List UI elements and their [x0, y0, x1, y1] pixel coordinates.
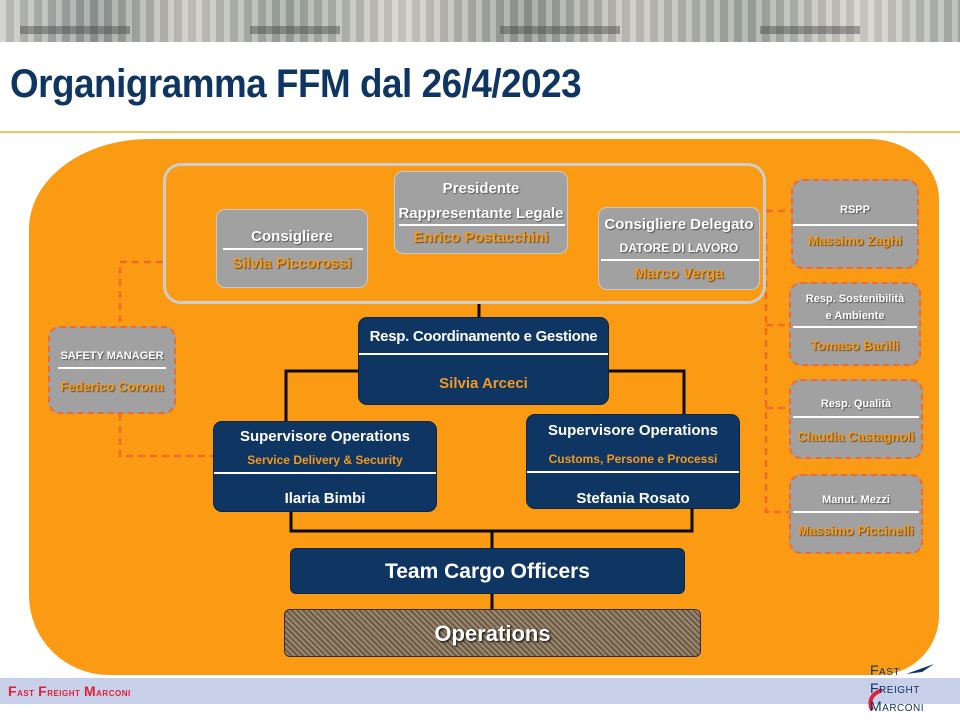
supervisor-right-name: Stefania Rosato — [576, 490, 690, 507]
consigliere-delegato-subrole: DATORE DI LAVORO — [619, 241, 739, 255]
sostenibilita-divider — [793, 326, 917, 328]
supervisor-left-role: Supervisore Operations — [239, 428, 411, 445]
coordinamento-name: Silvia Arceci — [439, 375, 528, 392]
board-of-directors-frame — [163, 163, 766, 304]
team-cargo-officers-box: Team Cargo Officers — [290, 548, 685, 594]
presidente-divider — [399, 224, 565, 226]
consigliere-delegato-role: Consigliere Delegato — [604, 216, 754, 233]
consigliere-role: Consigliere — [251, 228, 333, 245]
page-title: Organigramma FFM dal 26/4/2023 — [10, 62, 582, 106]
coordinamento-divider — [359, 353, 608, 355]
safety-manager-role: SAFETY MANAGER — [60, 350, 164, 362]
footer-word: ast — [17, 687, 39, 699]
rspp-box: RSPP Massimo Zaghi — [791, 179, 919, 269]
consigliere-divider — [223, 248, 363, 250]
supervisor-right-role: Supervisore Operations — [547, 422, 719, 439]
rspp-role: RSPP — [840, 204, 870, 216]
supervisor-right-box: Supervisore Operations Customs, Persone … — [526, 414, 740, 509]
consigliere-delegato-name: Marco Verga — [634, 265, 724, 282]
presidente-box: Presidente Rappresentante Legale Enrico … — [394, 171, 568, 254]
operations-box: Operations — [284, 609, 701, 657]
banner-streak — [500, 26, 620, 34]
consigliere-delegato-box: Consigliere Delegato DATORE DI LAVORO Ma… — [598, 207, 760, 290]
supervisor-left-area: Service Delivery & Security — [247, 453, 403, 467]
rspp-divider — [793, 224, 917, 226]
manut-mezzi-divider — [793, 511, 919, 513]
logo-line-fast: Fast — [870, 662, 900, 678]
supervisor-right-area: Customs, Persone e Processi — [548, 452, 718, 466]
consigliere-delegato-divider — [601, 259, 759, 261]
manut-mezzi-role: Manut. Mezzi — [822, 494, 890, 506]
footer-letter: F — [38, 683, 48, 699]
manut-mezzi-name: Massimo Piccinelli — [798, 523, 914, 538]
supervisor-left-name: Ilaria Bimbi — [284, 490, 366, 507]
safety-manager-divider — [58, 367, 166, 369]
qualita-name: Claudia Castagnoli — [797, 429, 915, 444]
sostenibilita-box: Resp. Sostenibilità e Ambiente Tomaso Ba… — [789, 282, 921, 366]
presidente-name: Enrico Postacchini — [413, 229, 549, 246]
qualita-role: Resp. Qualità — [820, 398, 892, 410]
supervisor-left-divider — [214, 472, 436, 474]
banner-streak — [20, 26, 130, 34]
presidente-role-line1: Presidente — [442, 180, 520, 197]
footer-letter: F — [8, 683, 18, 699]
consigliere-box: Consigliere Silvia Piccorossi — [216, 209, 368, 288]
team-cargo-officers-label: Team Cargo Officers — [384, 560, 590, 583]
rspp-name: Massimo Zaghi — [808, 233, 902, 248]
footer-company-name: Fast Freight Marconi — [8, 683, 131, 699]
footer-word: reight — [47, 687, 84, 699]
safety-manager-box: SAFETY MANAGER Federico Corona — [48, 326, 176, 414]
company-logo: Fast Freight Marconi — [862, 660, 952, 718]
banner-streak — [760, 26, 860, 34]
footer-bar — [0, 678, 960, 704]
footer-word: arconi — [96, 687, 131, 699]
title-divider — [0, 131, 960, 133]
sostenibilita-role-line1: Resp. Sostenibilità — [805, 293, 905, 305]
consigliere-name: Silvia Piccorossi — [232, 255, 352, 272]
supervisor-left-box: Supervisore Operations Service Delivery … — [213, 421, 437, 512]
logo-line-marconi: Marconi — [870, 698, 925, 714]
footer-letter: M — [83, 683, 97, 699]
safety-manager-name: Federico Corona — [60, 379, 164, 394]
logo-swoosh-icon — [868, 664, 934, 711]
qualita-box: Resp. Qualità Claudia Castagnoli — [789, 379, 923, 459]
coordinamento-role: Resp. Coordinamento e Gestione — [369, 328, 598, 345]
sostenibilita-role-line2: e Ambiente — [825, 310, 885, 322]
sostenibilita-name: Tomaso Barilli — [810, 338, 900, 353]
banner-streak — [250, 26, 340, 34]
qualita-divider — [793, 416, 919, 418]
manut-mezzi-box: Manut. Mezzi Massimo Piccinelli — [789, 474, 923, 554]
logo-line-freight: Freight — [870, 680, 920, 696]
coordinamento-box: Resp. Coordinamento e Gestione Silvia Ar… — [358, 317, 609, 405]
presidente-role-line2: Rappresentante Legale — [398, 205, 564, 222]
header-photo-banner — [0, 0, 960, 42]
supervisor-right-divider — [527, 471, 739, 473]
